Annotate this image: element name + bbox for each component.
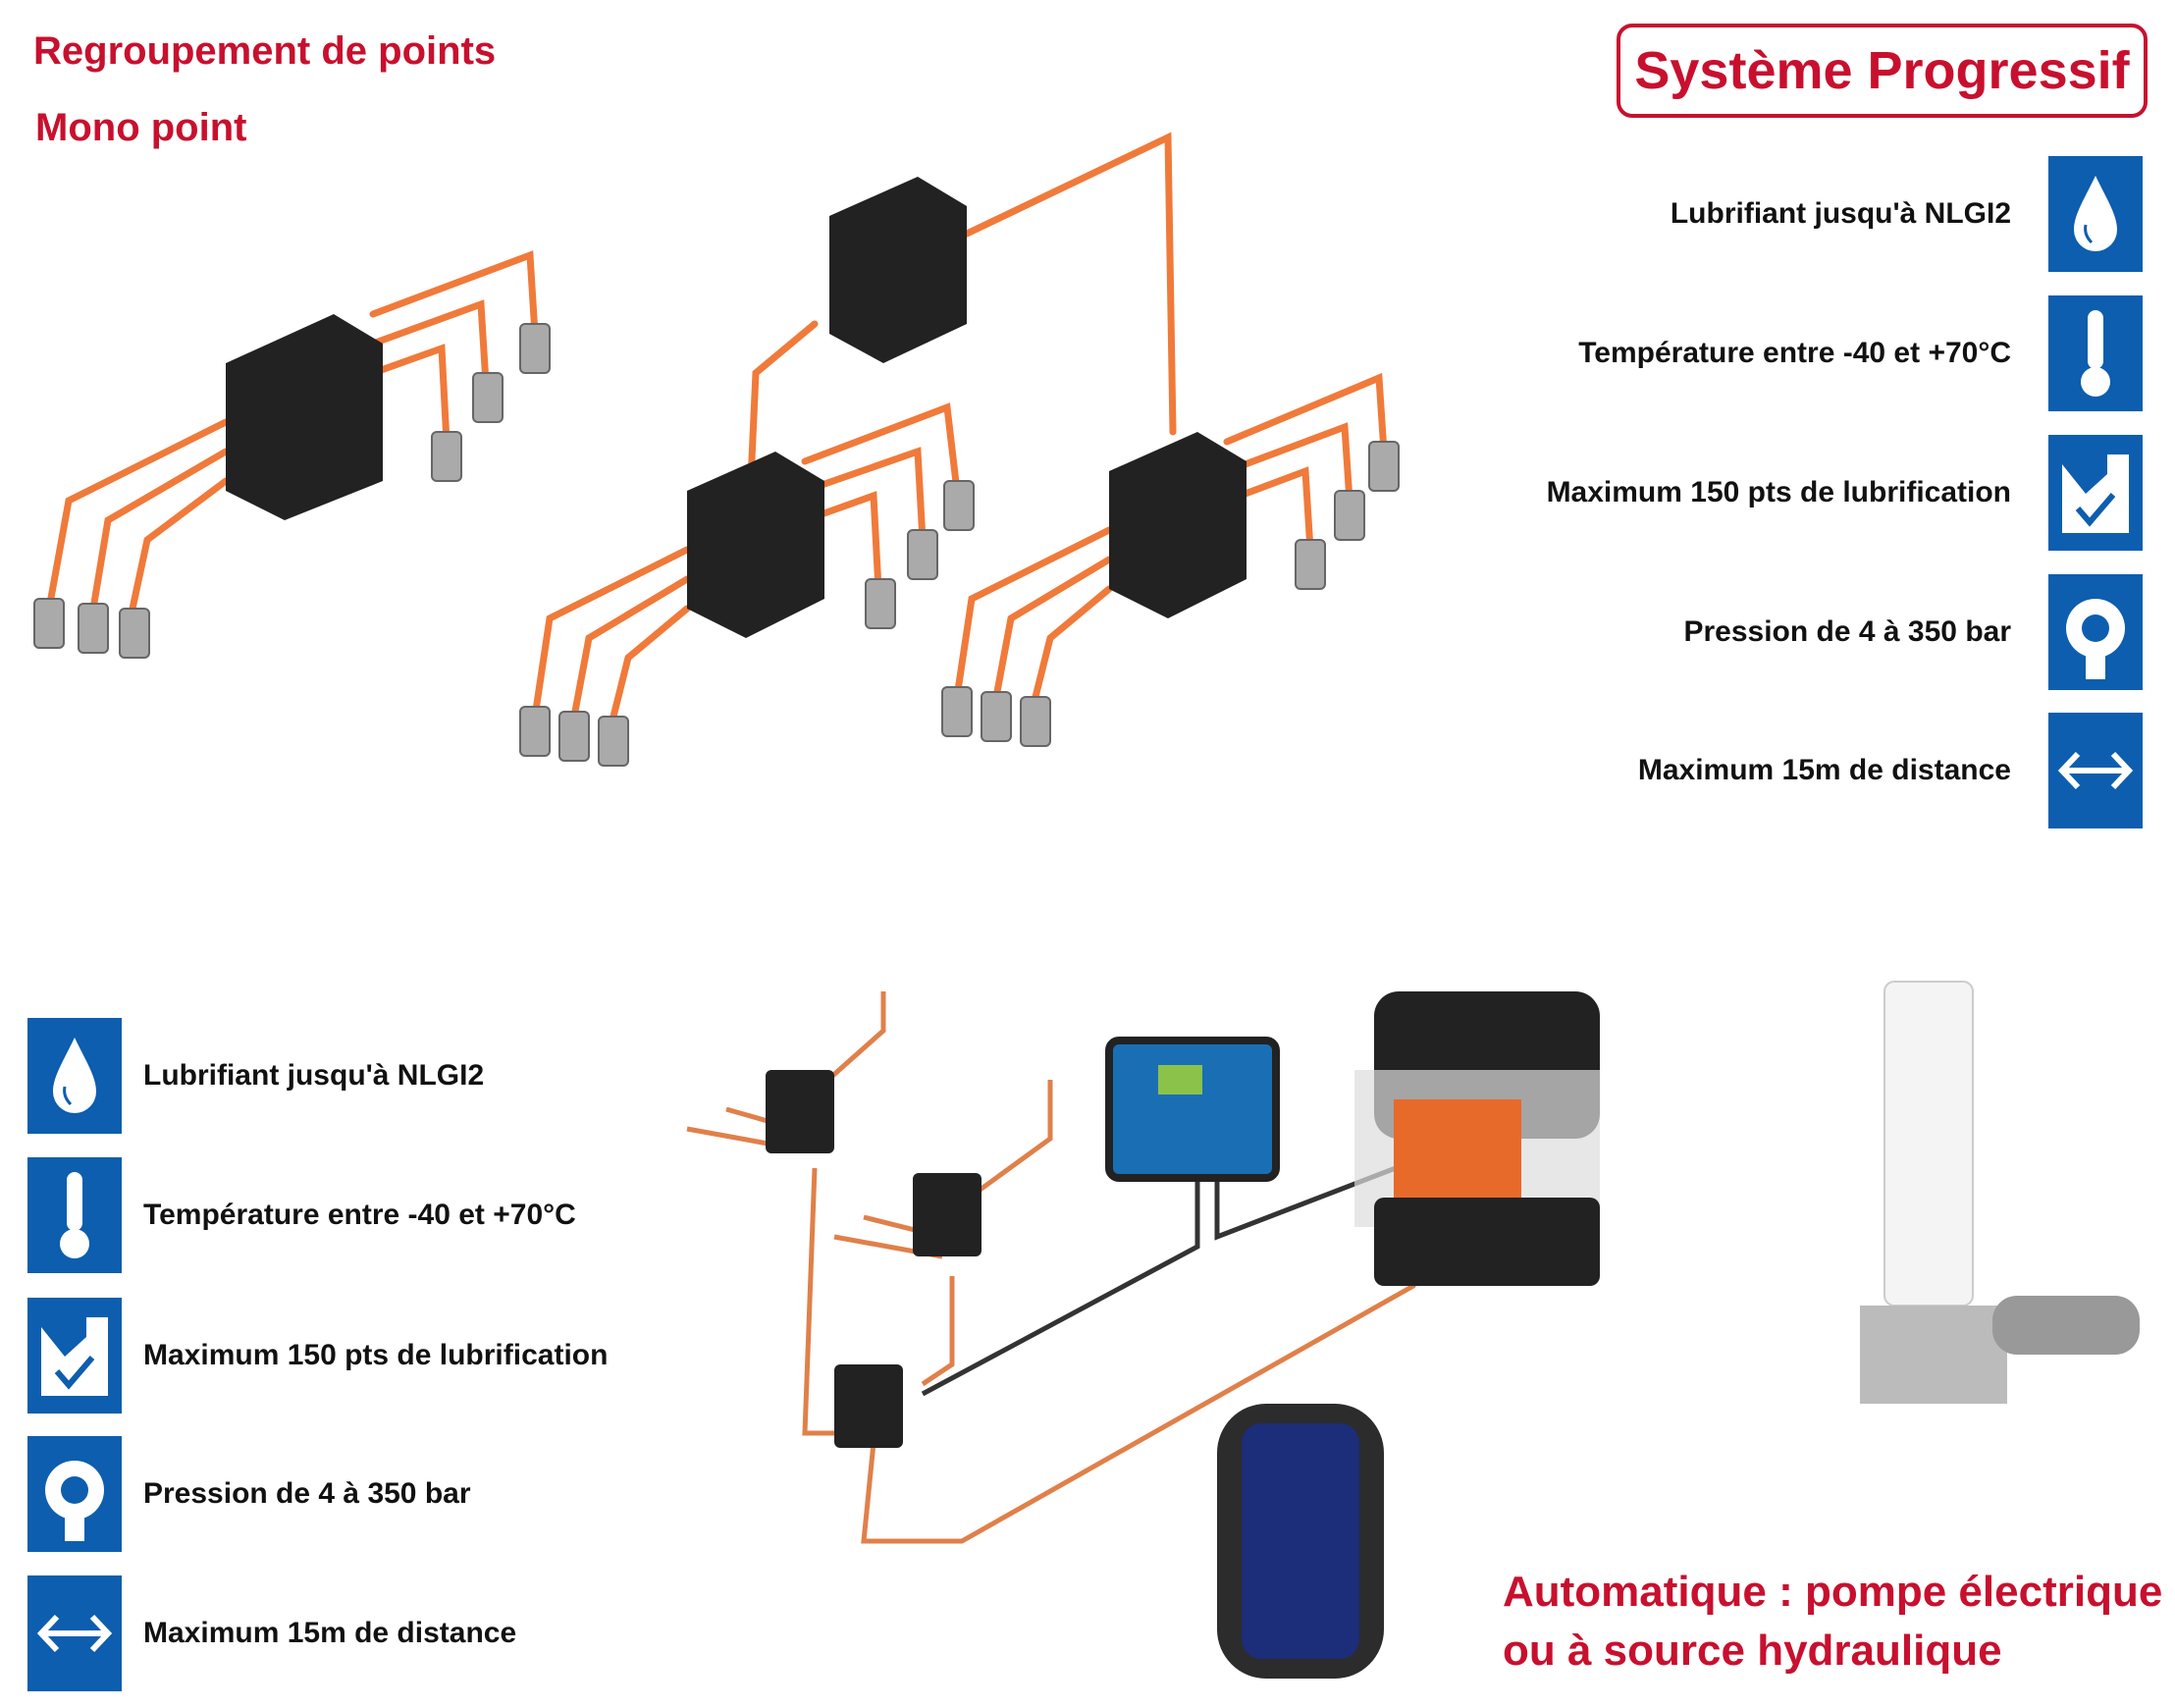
feature-pressure-gauge-label-right: Pression de 4 à 350 bar [1683, 615, 2011, 648]
feature-thermometer-label-right: Température entre -40 et +70°C [1578, 337, 2011, 369]
pressure-gauge-icon [27, 1436, 122, 1552]
feature-checklist-label-left: Maximum 150 pts de lubrification [143, 1339, 609, 1371]
feature-double-arrow-label-left: Maximum 15m de distance [143, 1617, 517, 1649]
feature-thermometer-label-left: Température entre -40 et +70°C [143, 1199, 576, 1231]
checklist-icon [27, 1298, 122, 1414]
grease-cartridge [1883, 981, 1974, 1307]
thermometer-icon [2048, 295, 2143, 411]
heading-mono-point: Mono point [35, 106, 247, 149]
double-arrow-icon [2048, 713, 2143, 828]
automatic-system-illustration [686, 981, 2140, 1679]
automatic-caption: Automatique : pompe électrique ou à sour… [1503, 1563, 2162, 1681]
thermometer-icon [27, 1157, 122, 1273]
checklist-icon [2048, 435, 2143, 551]
feature-checklist-label-right: Maximum 150 pts de lubrification [1546, 476, 2011, 508]
feature-double-arrow-label-right: Maximum 15m de distance [1637, 754, 2011, 786]
page-title: Système Progressif [1634, 41, 2130, 100]
pressure-gauge-icon [2048, 574, 2143, 690]
feature-droplet-label-right: Lubrifiant jusqu'à NLGI2 [1670, 197, 2011, 230]
automatic-line-1: Automatique : pompe électrique [1503, 1568, 2163, 1616]
controller-box [1105, 1037, 1280, 1182]
distributor-blocks-illustration [33, 132, 1400, 767]
title-box: Système Progressif [1617, 24, 2148, 118]
heading-grouping: Regroupement de points [33, 29, 497, 73]
feature-droplet-label-left: Lubrifiant jusqu'à NLGI2 [143, 1059, 485, 1092]
automatic-line-2: ou à source hydraulique [1503, 1627, 2002, 1675]
double-arrow-icon [27, 1575, 122, 1691]
droplet-icon [2048, 156, 2143, 272]
droplet-icon [27, 1018, 122, 1134]
feature-pressure-gauge-label-left: Pression de 4 à 350 bar [143, 1477, 471, 1510]
